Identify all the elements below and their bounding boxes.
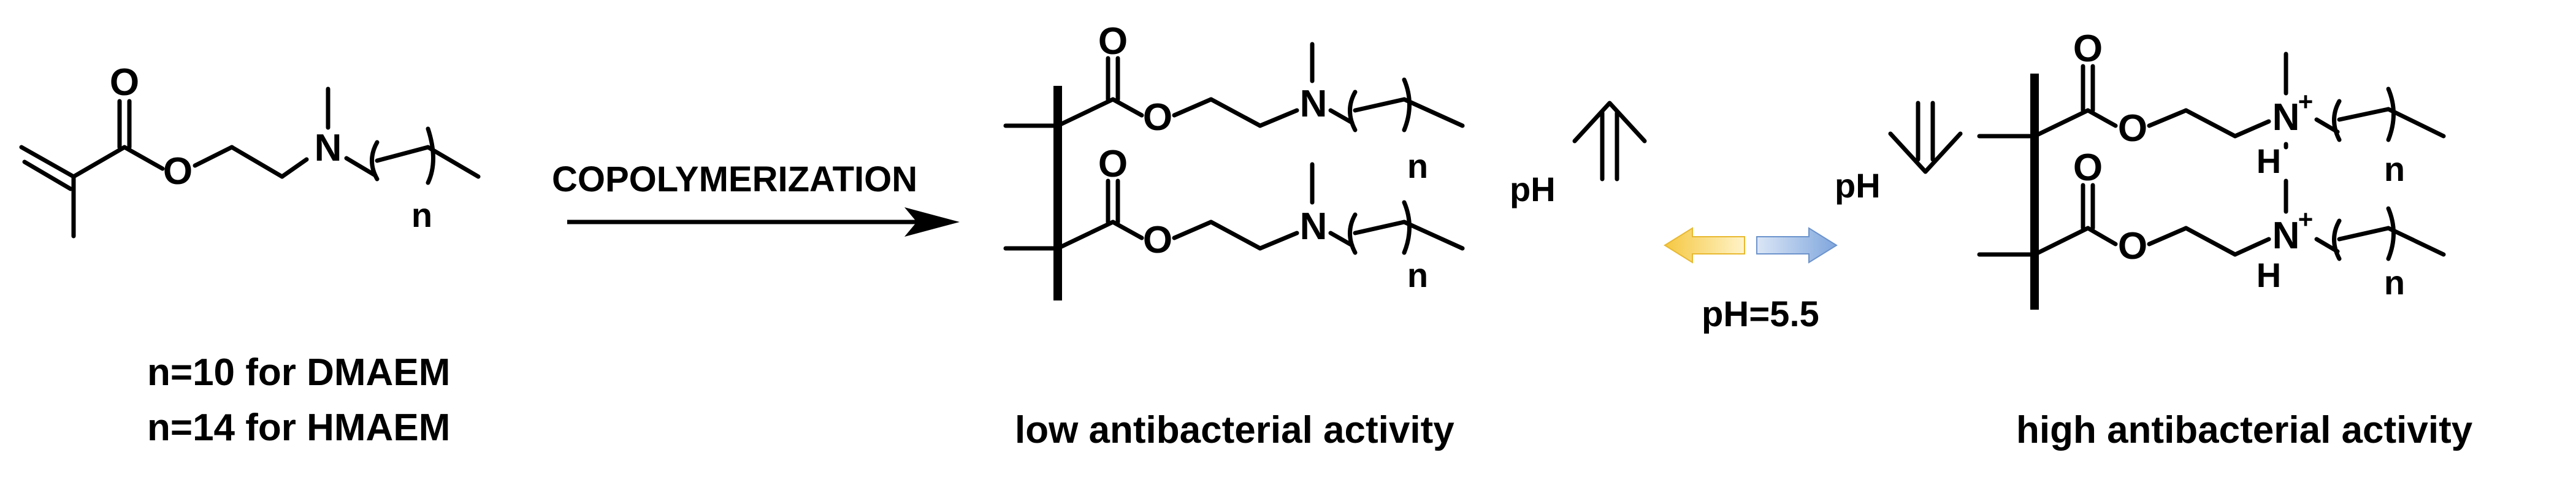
high-lower-nitrogen: N <box>2272 215 2300 257</box>
high-lower-carbonyl-oxygen: O <box>2073 147 2103 189</box>
monomer-label-hmaem: n=14 for HMAEM <box>147 407 450 449</box>
high-upper-carbonyl-oxygen: O <box>2073 28 2103 70</box>
amine-nitrogen-label: N <box>315 127 342 169</box>
high-activity-label: high antibacterial activity <box>2016 409 2473 451</box>
low-upper-ester-oxygen: O <box>1143 96 1172 139</box>
low-lower-ester-oxygen: O <box>1143 219 1172 261</box>
equilibrium-arrows <box>1664 227 1838 264</box>
low-upper-carbonyl-oxygen: O <box>1098 20 1128 63</box>
high-upper-positive-charge: + <box>2298 87 2314 116</box>
arrow-toward-high-activity <box>1756 227 1838 264</box>
repeat-count-label: n <box>411 196 432 234</box>
polymer-high-structure <box>1977 52 2446 310</box>
reaction-condition: COPOLYMERIZATION <box>552 159 917 199</box>
high-upper-nitrogen: N <box>2272 96 2300 139</box>
high-lower-repeat-count: n <box>2384 263 2405 302</box>
ph-increase-label: pH <box>1510 170 1556 208</box>
low-lower-repeat-count: n <box>1407 256 1428 294</box>
high-lower-positive-charge: + <box>2298 205 2314 234</box>
high-lower-ester-oxygen: O <box>2118 225 2147 267</box>
carbonyl-oxygen-label: O <box>110 61 139 104</box>
reaction-arrow <box>567 207 960 237</box>
ph-value-label: pH=5.5 <box>1702 294 1819 334</box>
high-upper-ester-oxygen: O <box>2118 107 2147 150</box>
low-lower-carbonyl-oxygen: O <box>1098 143 1128 185</box>
low-upper-repeat-count: n <box>1407 147 1428 185</box>
monomer-structure <box>19 86 481 239</box>
low-lower-nitrogen: N <box>1300 205 1328 248</box>
low-upper-nitrogen: N <box>1300 83 1328 125</box>
high-upper-repeat-count: n <box>2384 150 2405 188</box>
high-lower-ammonium-hydrogen: H <box>2257 256 2281 294</box>
polymer-low-structure <box>1003 42 1465 300</box>
ph-decrease-label: pH <box>1835 166 1881 205</box>
arrow-toward-low-activity <box>1664 227 1745 264</box>
low-activity-label: low antibacterial activity <box>1015 409 1454 451</box>
ester-oxygen-label: O <box>163 150 193 193</box>
high-upper-ammonium-hydrogen: H <box>2257 142 2281 180</box>
ph-increase-arrow-icon <box>1572 101 1647 182</box>
monomer-label-dmaem: n=10 for DMAEM <box>147 351 450 394</box>
ph-decrease-arrow-icon <box>1888 101 1963 174</box>
